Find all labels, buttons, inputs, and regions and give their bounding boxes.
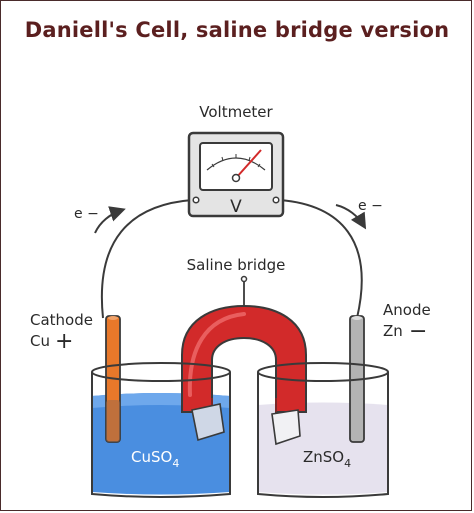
electron-label-left: e − [74,206,99,222]
right-beaker [257,362,389,498]
electron-label-right: e − [358,198,383,214]
cathode-sign: + [55,329,73,354]
cathode-element: Cu [30,332,50,350]
saline-bridge-label: Saline bridge [187,256,286,274]
electron-flow-right-arrow [335,204,367,230]
voltmeter: V [187,131,285,218]
voltmeter-terminal-left [192,196,200,204]
voltmeter-terminal-right [272,196,280,204]
left-solution-label: CuSO4 [131,448,179,470]
voltmeter-label: Voltmeter [199,103,273,121]
saline-bridge-left-plug [191,403,225,442]
saline-bridge-right-plug [271,409,301,446]
circuit-wire-right [279,199,363,319]
saline-bridge [181,304,307,446]
circuit-wire-left [100,199,193,319]
voltmeter-unit: V [230,197,242,217]
diagram-title: Daniell's Cell, saline bridge version [24,18,450,42]
voltmeter-needle [235,149,262,179]
left-beaker [91,362,231,498]
anode-label: Anode [383,301,431,319]
right-solution-label: ZnSO4 [303,448,351,470]
anode-element: Zn [383,322,403,340]
anode-sign: − [409,319,427,344]
cathode-label: Cathode [30,311,93,329]
electron-flow-left-arrow [94,206,126,234]
